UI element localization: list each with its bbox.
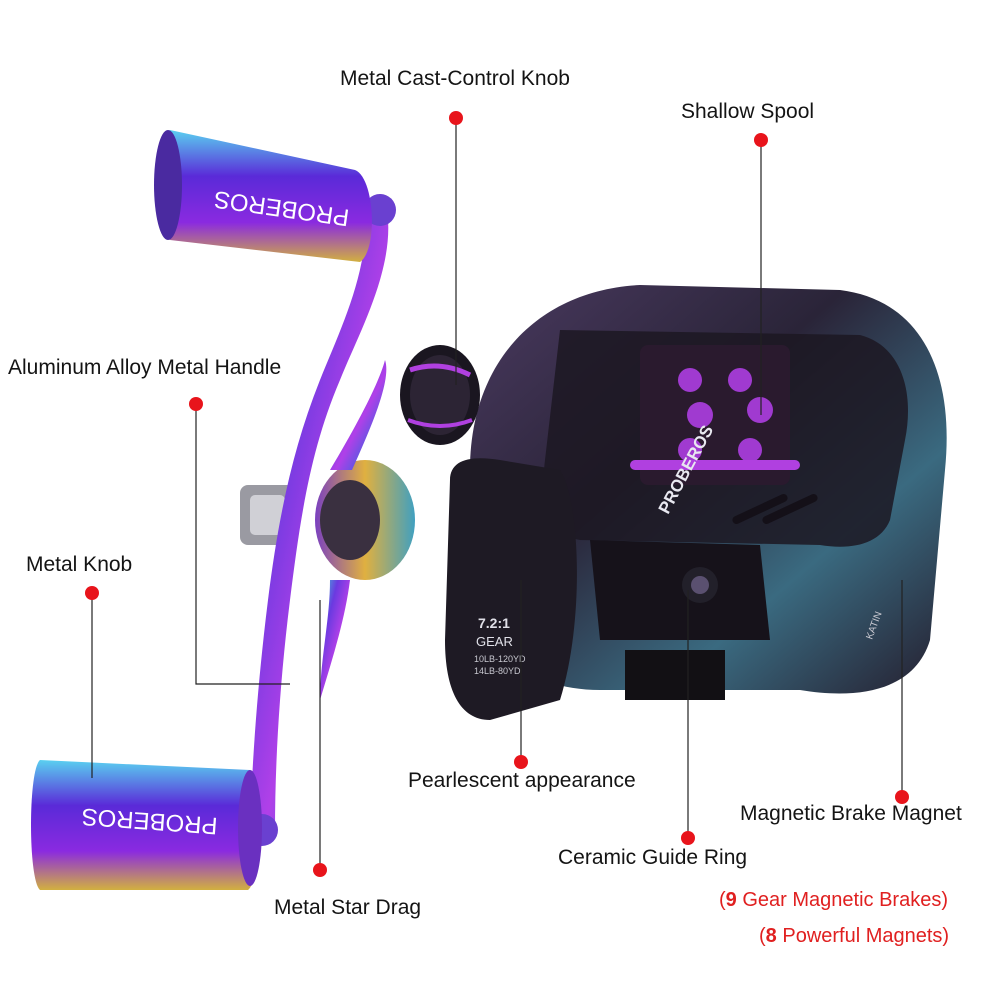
label-guide-ring: Ceramic Guide Ring [558,846,748,869]
label-shallow-spool: Shallow Spool [681,100,815,123]
label-pearlescent: Pearlescent appearance [408,769,636,792]
label-cast-control-knob: Metal Cast-Control Knob [340,67,570,90]
bottom-handle-knob-icon: PROBEROS [31,760,262,890]
reel-body: PROBEROS 7.2:1 GEAR 10LB-120YD 14LB-80YD… [445,285,947,720]
top-handle-knob-icon: PROBEROS [154,130,372,262]
label-star-drag: Metal Star Drag [274,896,422,919]
label-metal-knob: Metal Knob [26,553,133,576]
note-magnets: (8 Powerful Magnets) [759,925,950,947]
star-drag-icon [315,360,415,700]
label-brake-magnet: Magnetic Brake Magnet [740,802,962,825]
line-spec-2: 14LB-80YD [474,666,521,676]
note-gear-brakes: (9 Gear Magnetic Brakes) [719,889,948,911]
line-spec-1: 10LB-120YD [474,654,526,664]
callout-dots [85,111,909,877]
callout-lines [91,118,903,870]
gear-print: GEAR [476,634,513,649]
label-handle: Aluminum Alloy Metal Handle [8,356,282,379]
cast-control-knob-icon [400,345,480,445]
ratio-print: 7.2:1 [478,615,510,631]
